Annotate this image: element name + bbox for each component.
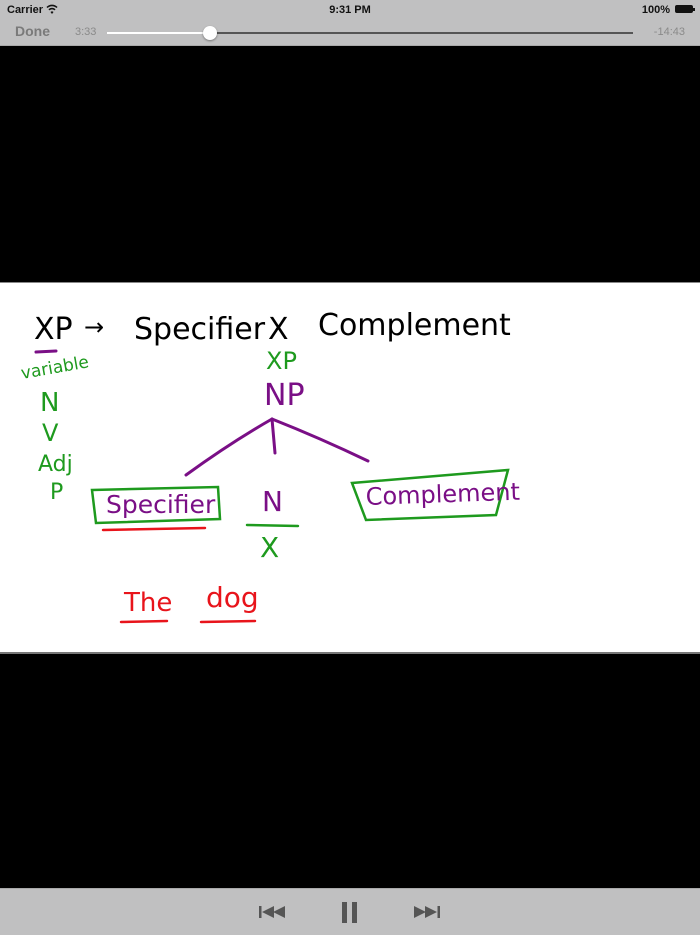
note-adj: Adj (38, 452, 73, 477)
tree-head-x: X (260, 531, 279, 564)
playback-controls (0, 888, 700, 935)
clock: 9:31 PM (329, 4, 371, 16)
playback-nav: Done 3:33 -14:43 (0, 20, 700, 45)
skip-back-icon[interactable] (258, 901, 288, 923)
example-the: The (123, 588, 172, 618)
note-p: P (50, 480, 63, 505)
scrubber-progress (107, 32, 210, 34)
note-variable: variable (19, 352, 90, 384)
elapsed-time: 3:33 (75, 26, 97, 38)
video-frame-whiteboard: XP → Specifier X Complement variable N V… (0, 282, 700, 654)
tree-complement: Complement (365, 478, 520, 511)
rule-specifier: Specifier (134, 312, 266, 347)
remaining-time: -14:43 (653, 26, 685, 38)
note-n: N (40, 388, 59, 418)
whiteboard-drawing: XP → Specifier X Complement variable N V… (19, 308, 520, 624)
status-bar: Carrier 9:31 PM 100% (0, 0, 700, 20)
rule-lhs: XP (34, 312, 73, 347)
scrubber-slider[interactable] (107, 26, 633, 40)
carrier-label: Carrier (7, 4, 44, 16)
tree-head-n: N (262, 485, 283, 518)
video-area[interactable]: XP → Specifier X Complement variable N V… (0, 46, 700, 888)
tree-root-np: NP (264, 378, 305, 413)
tree-branches (184, 417, 370, 477)
battery-percent: 100% (641, 4, 670, 16)
example-dog: dog (206, 581, 259, 614)
player-top-bar: Carrier 9:31 PM 100% Done 3:33 -14:43 (0, 0, 700, 46)
rule-arrow: → (84, 313, 104, 341)
note-v: V (42, 419, 59, 447)
done-button[interactable]: Done (15, 23, 50, 39)
scrubber-thumb[interactable] (202, 26, 217, 40)
wifi-icon (46, 4, 58, 14)
rule-complement: Complement (318, 308, 511, 343)
battery-full-icon (675, 5, 695, 13)
tree-xp-label: XP (266, 347, 297, 375)
pause-icon[interactable] (340, 901, 360, 923)
tree-specifier: Specifier (106, 490, 216, 519)
rule-head: X (268, 312, 289, 347)
skip-forward-icon[interactable] (412, 901, 442, 923)
